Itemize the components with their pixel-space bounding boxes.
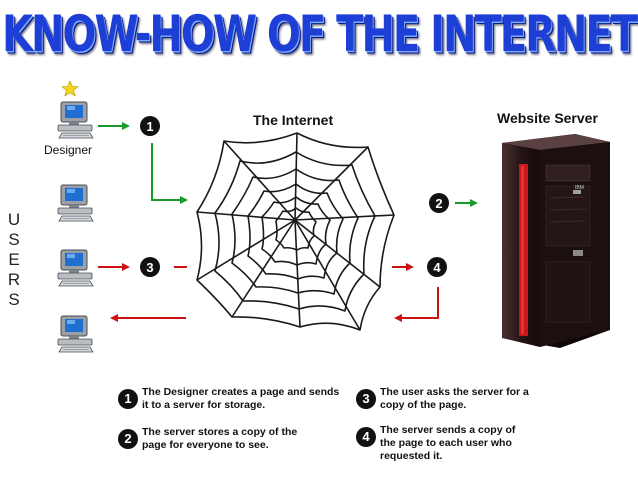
users-letter: U [7, 210, 21, 229]
user-computer-icon [57, 249, 94, 287]
svg-text:3: 3 [146, 260, 153, 275]
users-letter: R [7, 270, 21, 289]
legend-step-3: 3 The user asks the server for a copy of… [356, 386, 536, 412]
legend-step-4: 4 The server sends a copy of the page to… [356, 424, 526, 463]
step-badge-2: 2 [429, 193, 449, 213]
server-icon: IBM [502, 134, 610, 348]
users-letter: S [8, 230, 20, 249]
internet-heading: The Internet [253, 112, 334, 128]
user-computer-icon [57, 184, 94, 222]
legend-step-text: The user asks the server for a copy of t… [380, 386, 529, 411]
legend-step-text: The server sends a copy of the page to e… [380, 424, 516, 462]
svg-text:2: 2 [435, 196, 442, 211]
arrow-step-1-to-internet [151, 143, 188, 204]
users-letter: S [8, 290, 20, 309]
legend-number-badge: 4 [356, 427, 376, 447]
user-computer-icon [57, 315, 94, 353]
designer-label: Designer [44, 143, 93, 157]
users-label: U S E R S [7, 210, 21, 310]
legend-step-1: 1 The Designer creates a page and sends … [118, 386, 348, 412]
designer-computer-icon [57, 101, 94, 139]
legend-number-badge: 1 [118, 389, 138, 409]
legend-step-text: The Designer creates a page and sends it… [142, 386, 340, 411]
legend-step-2: 2 The server stores a copy of the page f… [118, 426, 318, 452]
users-letter: E [8, 250, 20, 269]
legend-step-text: The server stores a copy of the page for… [142, 426, 298, 451]
server-heading: Website Server [497, 110, 598, 126]
step-badge-4: 4 [427, 257, 447, 277]
step-badge-3: 3 [140, 257, 160, 277]
arrow-step-4-return [394, 287, 439, 322]
star-icon [61, 80, 79, 97]
legend-number-badge: 2 [118, 429, 138, 449]
legend-number-badge: 3 [356, 389, 376, 409]
server-brand-label: IBM [575, 185, 584, 191]
svg-text:4: 4 [433, 260, 441, 275]
page-title: KNOW-HOW OF THE INTERNET [1, 6, 638, 64]
svg-text:1: 1 [146, 119, 153, 134]
step-badge-1: 1 [140, 116, 160, 136]
internet-web-icon [196, 132, 395, 331]
